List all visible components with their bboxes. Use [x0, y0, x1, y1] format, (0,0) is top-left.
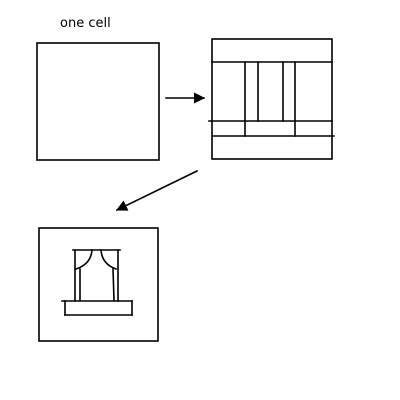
window-cell-panel	[38, 227, 159, 342]
empty-cell-box	[36, 42, 160, 161]
arrow-down-left	[115, 169, 199, 212]
empty-cell-panel	[36, 42, 160, 161]
window-cell-box	[38, 227, 159, 342]
curtain-left	[74, 249, 93, 301]
grid-cell-panel	[208, 38, 335, 160]
diagram-caption: one cell	[60, 16, 111, 31]
grid-cell-box	[211, 38, 333, 160]
curtain-right	[100, 249, 118, 301]
